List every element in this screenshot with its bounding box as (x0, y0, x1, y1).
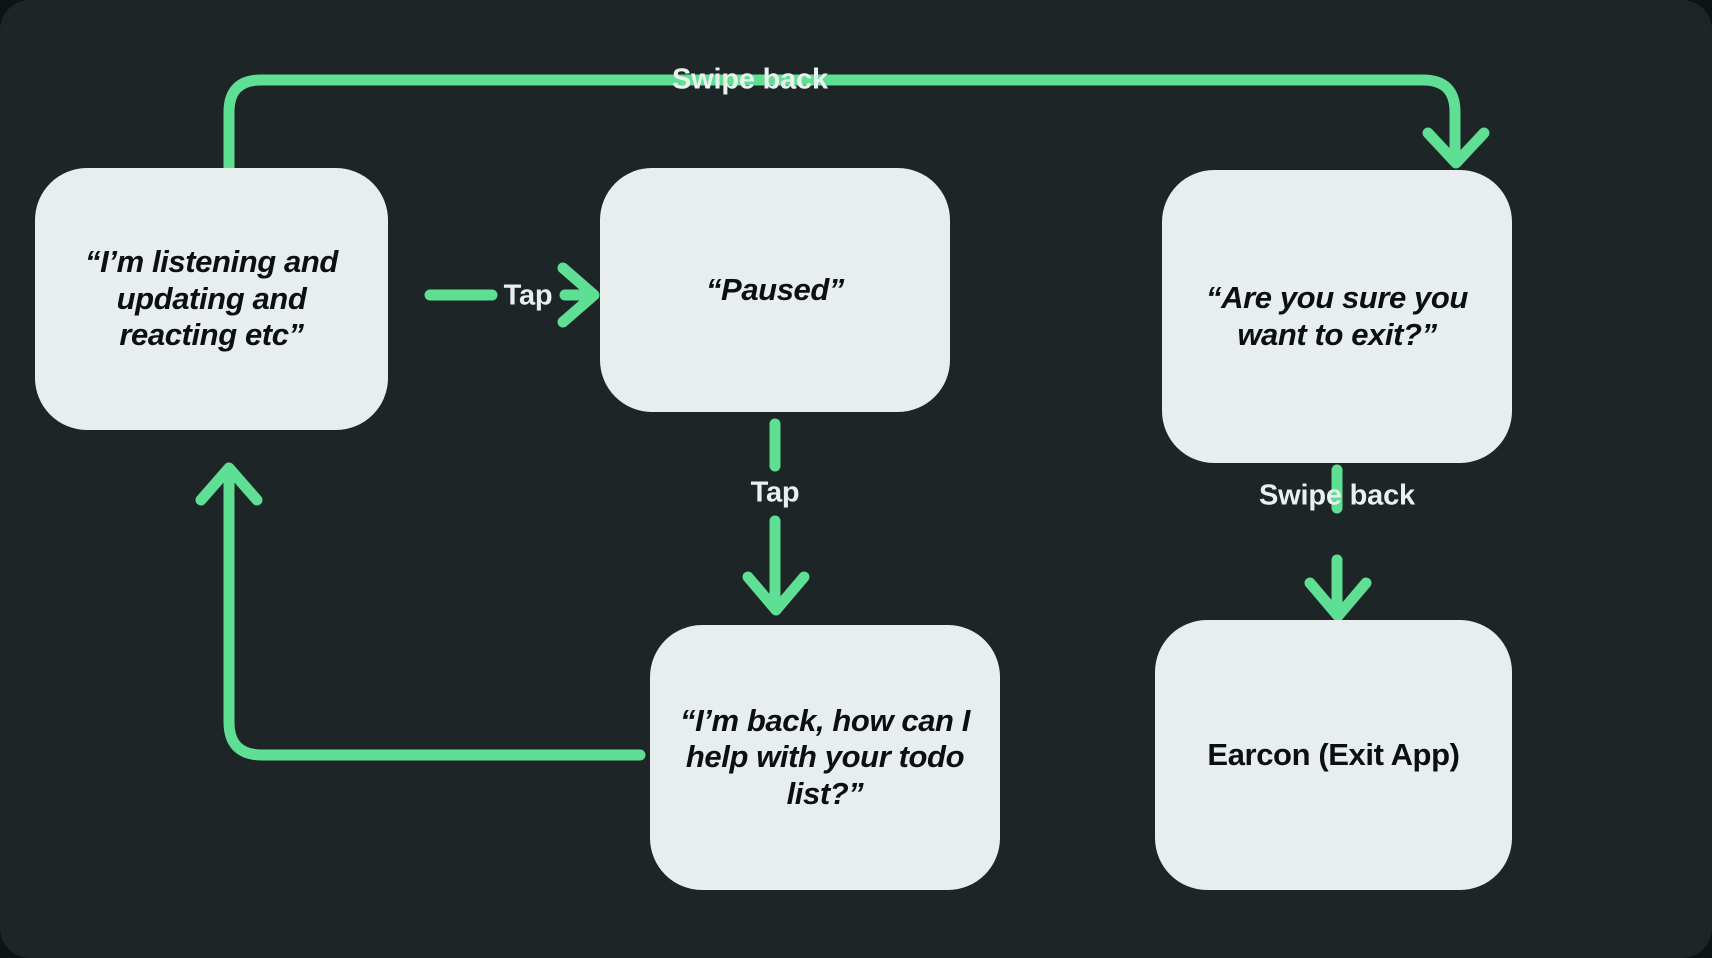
edge-label-tap-vertical: Tap (750, 476, 800, 509)
edge-listening-to-confirm-line (223, 74, 1461, 182)
edge-listening-to-confirm-arrowhead (1422, 127, 1490, 169)
node-paused-label: “Paused” (705, 271, 845, 307)
edge-back-to-listening-line (223, 472, 646, 761)
edge-paused-to-back-arrowhead (742, 571, 810, 616)
node-listening[interactable]: “I’m listening and updating and reacting… (35, 168, 388, 430)
edge-confirm-to-earcon-arrowhead (1304, 577, 1372, 622)
node-earcon[interactable]: Earcon (Exit App) (1155, 620, 1512, 890)
node-paused[interactable]: “Paused” (600, 168, 950, 412)
node-earcon-label: Earcon (Exit App) (1207, 736, 1460, 772)
edge-listening-to-paused-arrowhead (557, 262, 600, 328)
edge-label-swipe-back-right: Swipe back (1259, 479, 1415, 512)
edge-label-swipe-back-top: Swipe back (672, 63, 828, 96)
node-confirm-exit-label: “Are you sure you want to exit?” (1206, 279, 1468, 352)
node-confirm-exit[interactable]: “Are you sure you want to exit?” (1162, 170, 1512, 463)
edge-back-to-listening-arrowhead (195, 462, 263, 506)
node-back[interactable]: “I’m back, how can I help with your todo… (650, 625, 1000, 890)
node-back-label: “I’m back, how can I help with your todo… (679, 702, 971, 811)
edge-label-tap-horizontal: Tap (503, 279, 553, 312)
node-listening-label: “I’m listening and updating and reacting… (85, 244, 338, 353)
